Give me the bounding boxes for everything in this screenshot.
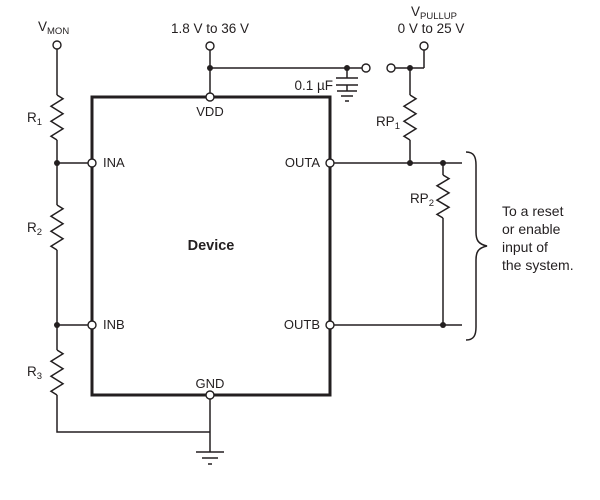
pin-label-outb: OUTB bbox=[284, 317, 320, 332]
pin-label-vdd: VDD bbox=[196, 104, 223, 119]
pin-label-outa: OUTA bbox=[285, 155, 320, 170]
cap-value-label: 0.1 µF bbox=[294, 78, 333, 93]
resistor-r2 bbox=[49, 204, 65, 251]
brace bbox=[465, 151, 488, 341]
resistor-r1 bbox=[49, 94, 65, 141]
rp2-label: RP2 bbox=[410, 191, 434, 209]
pin-label-gnd: GND bbox=[196, 376, 225, 391]
pin-outb bbox=[325, 320, 335, 330]
pin-vdd bbox=[205, 92, 215, 102]
cap-ground-symbol bbox=[337, 90, 357, 102]
vmon-divider-branch: VMON R1 R2 R3 bbox=[27, 19, 210, 433]
junction-ina-tap bbox=[54, 160, 60, 166]
vpullup-range-label: 0 V to 25 V bbox=[398, 21, 465, 36]
resistor-r3 bbox=[49, 349, 65, 396]
vdd-rail-open-terminal bbox=[361, 63, 371, 73]
note-line-4: the system. bbox=[502, 257, 574, 273]
supply-branch: 1.8 V to 36 V bbox=[171, 21, 362, 93]
vmon-terminal bbox=[52, 40, 62, 50]
supply-terminal bbox=[205, 41, 215, 51]
r2-label: R2 bbox=[27, 220, 42, 238]
r1-label: R1 bbox=[27, 110, 42, 128]
vpullup-terminal bbox=[419, 41, 429, 51]
junction-inb-tap bbox=[54, 322, 60, 328]
device-outline bbox=[90, 95, 332, 397]
note-line-3: input of bbox=[502, 239, 548, 255]
pin-label-inb: INB bbox=[103, 317, 125, 332]
system-note: To a reset or enable input of the system… bbox=[465, 151, 574, 341]
vmon-label: VMON bbox=[38, 19, 69, 37]
resistor-rp2 bbox=[435, 174, 451, 219]
pullup-branch: VPULLUP 0 V to 25 V RP1 RP2 bbox=[361, 4, 465, 328]
vpullup-label: VPULLUP bbox=[411, 4, 457, 22]
junction-rp1-outa bbox=[407, 160, 413, 166]
rp1-label: RP1 bbox=[376, 114, 400, 132]
note-line-1: To a reset bbox=[502, 203, 564, 219]
pin-inb bbox=[87, 320, 97, 330]
pin-label-ina: INA bbox=[103, 155, 125, 170]
device-block: Device VDD GND INA INB OUTA OUTB bbox=[87, 92, 335, 400]
wire-bottom-rail bbox=[56, 395, 210, 433]
ground-branch bbox=[196, 399, 224, 465]
resistor-rp1 bbox=[402, 94, 418, 141]
junction-vdd-rail bbox=[207, 65, 213, 71]
decoupling-capacitor: 0.1 µF bbox=[294, 65, 358, 102]
device-label: Device bbox=[188, 238, 235, 254]
r3-label: R3 bbox=[27, 364, 42, 382]
pin-outa bbox=[325, 158, 335, 168]
junction-rp2-outb bbox=[440, 322, 446, 328]
ground-symbol bbox=[196, 451, 224, 465]
pullup-rail-open-terminal bbox=[386, 63, 396, 73]
pin-gnd bbox=[205, 390, 215, 400]
note-line-2: or enable bbox=[502, 221, 561, 237]
pin-ina bbox=[87, 158, 97, 168]
supply-range-label: 1.8 V to 36 V bbox=[171, 21, 249, 36]
